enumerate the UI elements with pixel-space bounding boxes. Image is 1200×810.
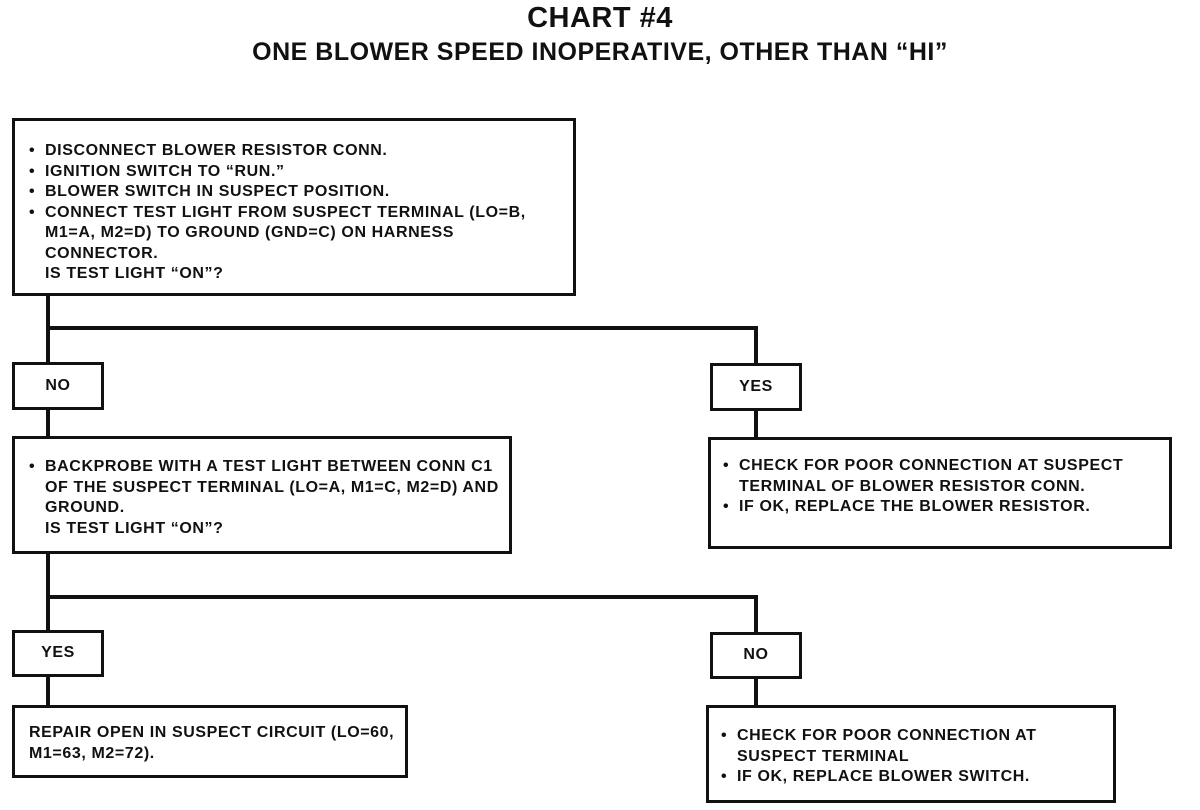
step1-question: IS TEST LIGHT “ON”?: [45, 265, 224, 282]
branch1-yes-label: YES: [710, 363, 802, 411]
step1-bullet: IGNITION SWITCH TO “RUN.”: [29, 162, 563, 183]
connector-yes1-down: [754, 409, 758, 439]
branch2-no-label: NO: [710, 632, 802, 679]
result-check-switch-bullet: IF OK, REPLACE BLOWER SWITCH.: [721, 767, 1105, 788]
step1-bullet: BLOWER SWITCH IN SUSPECT POSITION.: [29, 182, 563, 203]
connector-yes2-down: [46, 675, 50, 708]
result-repair-box: REPAIR OPEN IN SUSPECT CIRCUIT (LO=60, M…: [12, 705, 408, 778]
result-check-switch-box: CHECK FOR POOR CONNECTION AT SUSPECT TER…: [706, 705, 1116, 803]
connector-to-yes1: [754, 326, 758, 366]
result-check-resistor-bullet: CHECK FOR POOR CONNECTION AT SUSPECT TER…: [723, 456, 1161, 497]
result-check-resistor-box: CHECK FOR POOR CONNECTION AT SUSPECT TER…: [708, 437, 1172, 549]
branch2-yes-label: YES: [12, 630, 104, 677]
step2-bullet: BACKPROBE WITH A TEST LIGHT BETWEEN CONN…: [29, 457, 499, 519]
step1-bullets: DISCONNECT BLOWER RESISTOR CONN. IGNITIO…: [29, 141, 563, 264]
connector-no2-down: [754, 677, 758, 707]
result-check-switch-bullets: CHECK FOR POOR CONNECTION AT SUSPECT TER…: [721, 726, 1105, 788]
step1-bullet: DISCONNECT BLOWER RESISTOR CONN.: [29, 141, 563, 162]
result-check-resistor-bullet: IF OK, REPLACE THE BLOWER RESISTOR.: [723, 497, 1161, 518]
result-check-resistor-bullets: CHECK FOR POOR CONNECTION AT SUSPECT TER…: [723, 456, 1161, 518]
step1-box: DISCONNECT BLOWER RESISTOR CONN. IGNITIO…: [12, 118, 576, 296]
connector-step2-down: [46, 553, 50, 633]
connector-branch1-horizontal: [46, 326, 758, 330]
connector-step1-down: [46, 295, 50, 365]
chart-subtitle: ONE BLOWER SPEED INOPERATIVE, OTHER THAN…: [252, 38, 948, 66]
step1-bullet: CONNECT TEST LIGHT FROM SUSPECT TERMINAL…: [29, 203, 563, 265]
connector-branch2-horizontal: [46, 595, 758, 599]
result-repair-text: REPAIR OPEN IN SUSPECT CIRCUIT (LO=60, M…: [29, 724, 395, 762]
step2-question: IS TEST LIGHT “ON”?: [45, 519, 224, 537]
chart-title: CHART #4: [527, 2, 673, 34]
step2-bullets: BACKPROBE WITH A TEST LIGHT BETWEEN CONN…: [29, 457, 499, 519]
connector-to-no2: [754, 595, 758, 635]
branch1-no-label: NO: [12, 362, 104, 410]
step2-box: BACKPROBE WITH A TEST LIGHT BETWEEN CONN…: [12, 436, 512, 554]
result-check-switch-bullet: CHECK FOR POOR CONNECTION AT SUSPECT TER…: [721, 726, 1105, 767]
connector-no1-down: [46, 408, 50, 438]
